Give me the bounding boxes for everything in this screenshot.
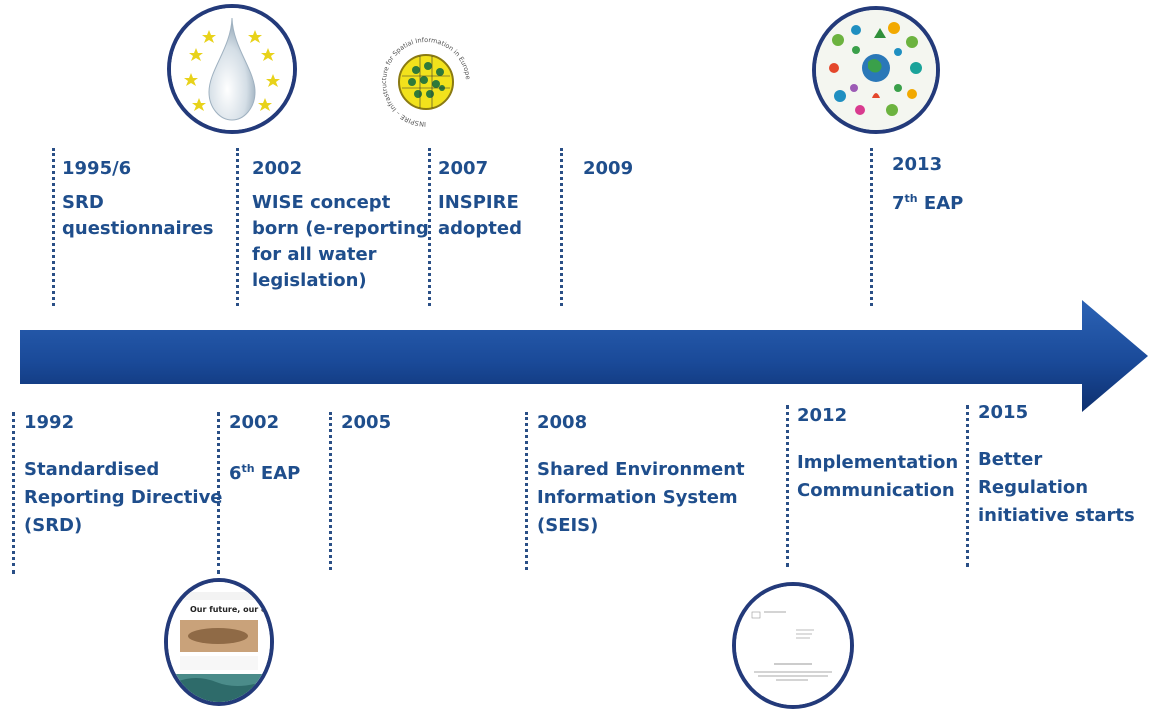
timeline-marker-2015 xyxy=(966,405,969,567)
event-year: 2012 xyxy=(797,405,848,426)
event-year: 1992 xyxy=(24,412,75,433)
timeline-marker-2005 xyxy=(329,412,332,570)
event-text-rest: EAP xyxy=(917,193,964,214)
event-text: Shared Environment Information System (S… xyxy=(537,459,745,536)
timeline-marker-2009 xyxy=(560,148,563,306)
event-2005: 2005 xyxy=(341,410,391,444)
event-2012: 2012 Implementation Communication xyxy=(797,403,958,505)
event-text-num: 6 xyxy=(229,463,242,484)
event-year: 1995/6 xyxy=(62,158,132,179)
event-2002-wise: 2002 WISE concept born (e-reporting for … xyxy=(252,156,429,294)
event-1992: 1992 Standardised Reporting Directive (S… xyxy=(24,410,223,540)
environment-collage-icon xyxy=(816,10,936,130)
event-year: 2002 xyxy=(252,158,303,179)
event-year: 2015 xyxy=(978,402,1029,423)
event-2007: 2007 INSPIRE adopted xyxy=(438,156,522,242)
ordinal-suffix: th xyxy=(241,462,255,475)
eap6-cover-icon: Our future, our choice xyxy=(168,582,270,702)
event-year: 2007 xyxy=(438,158,489,179)
event-year: 2009 xyxy=(583,158,634,179)
timeline-marker-2007 xyxy=(428,148,431,306)
implementation-document-image xyxy=(732,582,854,709)
water-drop-image xyxy=(167,4,297,134)
event-year: 2013 xyxy=(892,154,943,175)
eap7-collage-image xyxy=(812,6,940,134)
event-2015: 2015 Better Regulation initiative starts xyxy=(978,400,1154,530)
event-2002-eap6: 2002 6th EAP xyxy=(229,410,300,487)
event-text: 7th EAP xyxy=(892,192,964,214)
eap6-cover-image: Our future, our choice xyxy=(164,578,274,706)
event-2013: 2013 7th EAP xyxy=(892,152,963,217)
timeline-marker-2002-bottom xyxy=(217,412,220,574)
event-year: 2002 xyxy=(229,412,280,433)
event-year: 2008 xyxy=(537,412,588,433)
event-2008: 2008 Shared Environment Information Syst… xyxy=(537,410,745,540)
event-text: Better Regulation initiative starts xyxy=(978,449,1135,526)
event-2009: 2009 xyxy=(583,156,633,190)
eap6-cover-title: Our future, our choice xyxy=(190,605,270,614)
timeline-marker-2012 xyxy=(786,405,789,567)
timeline-arrow xyxy=(20,300,1148,412)
event-text: Implementation Communication xyxy=(797,452,959,501)
timeline-marker-1992 xyxy=(12,412,15,574)
timeline-marker-2002-top xyxy=(236,148,239,306)
ordinal-suffix: th xyxy=(904,192,918,205)
event-text: INSPIRE adopted xyxy=(438,192,522,239)
document-page-icon xyxy=(736,586,850,705)
event-1995: 1995/6 SRD questionnaires xyxy=(62,156,214,242)
event-text-rest: EAP xyxy=(254,463,301,484)
water-drop-icon xyxy=(171,8,293,130)
event-text: SRD questionnaires xyxy=(62,192,214,239)
inspire-logo: INSPIRE – Infrastructure for Spatial Inf… xyxy=(380,26,472,128)
event-text: WISE concept born (e-reporting for all w… xyxy=(252,192,429,291)
event-text: 6th EAP xyxy=(229,462,301,484)
event-text-num: 7 xyxy=(892,193,905,214)
inspire-logo-icon: INSPIRE – Infrastructure for Spatial Inf… xyxy=(380,36,472,128)
event-text: Standardised Reporting Directive (SRD) xyxy=(24,459,223,536)
event-year: 2005 xyxy=(341,412,392,433)
timeline-marker-1995 xyxy=(52,148,55,306)
timeline-marker-2013 xyxy=(870,148,873,306)
timeline-marker-2008 xyxy=(525,412,528,570)
